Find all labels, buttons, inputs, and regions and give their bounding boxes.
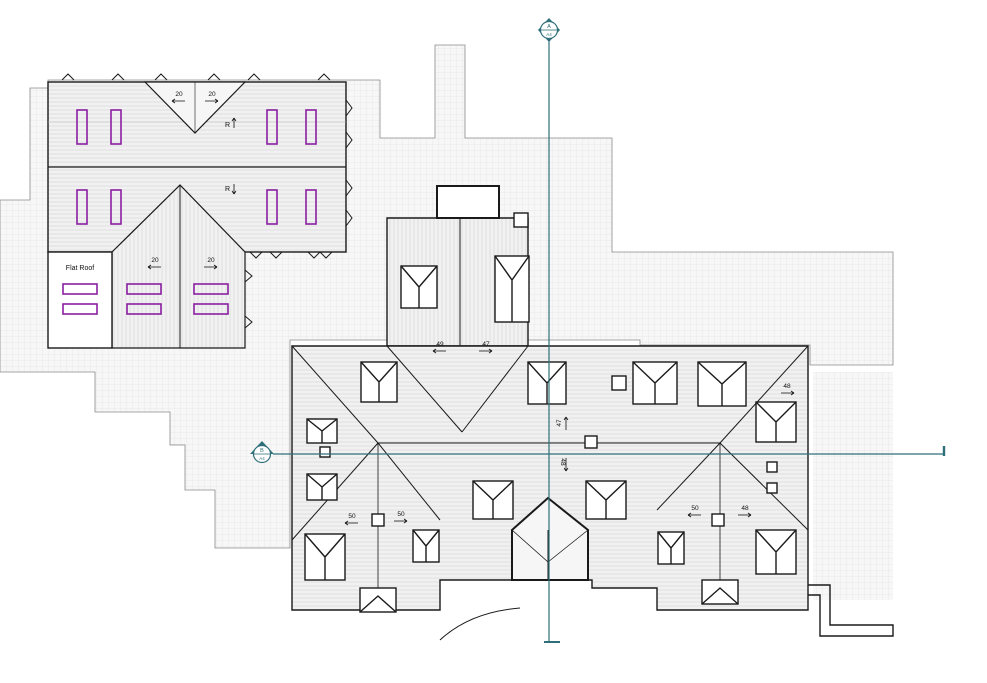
pitch-label: 48	[783, 383, 791, 390]
dormer	[360, 361, 398, 403]
chimney	[584, 435, 598, 449]
dormer	[359, 587, 397, 613]
skylight	[266, 109, 278, 145]
dormer	[585, 480, 627, 520]
ridge-mark: R	[225, 186, 230, 193]
pitch-label: 48	[741, 505, 749, 512]
section-marker-a: A A4	[538, 18, 560, 42]
skylight	[110, 109, 122, 145]
pitch-label: 20	[207, 257, 215, 264]
pitch-label: 50	[691, 505, 699, 512]
dormer	[472, 480, 514, 520]
dormer	[306, 418, 338, 444]
section-marker-b-letter: B	[260, 448, 264, 454]
section-marker-b: B A4	[250, 441, 274, 464]
dormer	[755, 401, 797, 443]
skylight	[110, 189, 122, 225]
section-marker-a-letter: A	[547, 24, 551, 30]
skylight	[305, 109, 317, 145]
pitch-annotations: 20 20 20 20 49 47 48 47 48 50 50 50 48	[147, 91, 795, 526]
dormer	[632, 361, 678, 405]
pitch-label: 20	[208, 91, 216, 98]
chimney	[766, 482, 778, 494]
dormer	[494, 255, 530, 323]
dormers	[304, 255, 797, 613]
ridge-mark: R	[225, 122, 230, 129]
skylight	[126, 283, 162, 295]
skylight	[305, 189, 317, 225]
chimney	[766, 461, 778, 473]
skylight	[193, 283, 229, 295]
pitch-label: 48	[559, 458, 566, 466]
dormer	[657, 531, 685, 565]
dormer	[306, 473, 338, 501]
pitch-label: 20	[175, 91, 183, 98]
pitch-label: 20	[151, 257, 159, 264]
section-marker-b-sheet: A4	[259, 456, 265, 461]
chimneys	[319, 212, 778, 527]
skylight	[62, 303, 98, 315]
ridge-marks: R R	[225, 117, 237, 195]
skylight	[266, 189, 278, 225]
chimney	[513, 212, 529, 228]
pitch-label: 47	[482, 341, 490, 348]
pitch-label: 47	[556, 419, 563, 427]
chimney	[711, 513, 725, 527]
dormer	[304, 533, 346, 581]
dormer	[697, 361, 747, 407]
skylight	[76, 189, 88, 225]
skylight	[193, 303, 229, 315]
skylight	[126, 303, 162, 315]
chimney	[319, 446, 331, 458]
pitch-label: 50	[348, 513, 356, 520]
dormer	[412, 529, 440, 563]
dormer	[755, 529, 797, 575]
dormer	[400, 265, 438, 309]
skylight	[62, 283, 98, 295]
skylights	[62, 109, 317, 315]
section-marker-a-sheet: A4	[546, 32, 552, 37]
flat-roof-label: Flat Roof	[66, 265, 94, 272]
north-wing-roof	[47, 73, 353, 349]
chimney	[611, 375, 627, 391]
dormer	[701, 579, 739, 605]
chimney	[371, 513, 385, 527]
pitch-label: 49	[436, 341, 444, 348]
pitch-label: 50	[397, 511, 405, 518]
dormer	[527, 361, 567, 405]
skylight	[76, 109, 88, 145]
section-lines	[273, 40, 946, 643]
